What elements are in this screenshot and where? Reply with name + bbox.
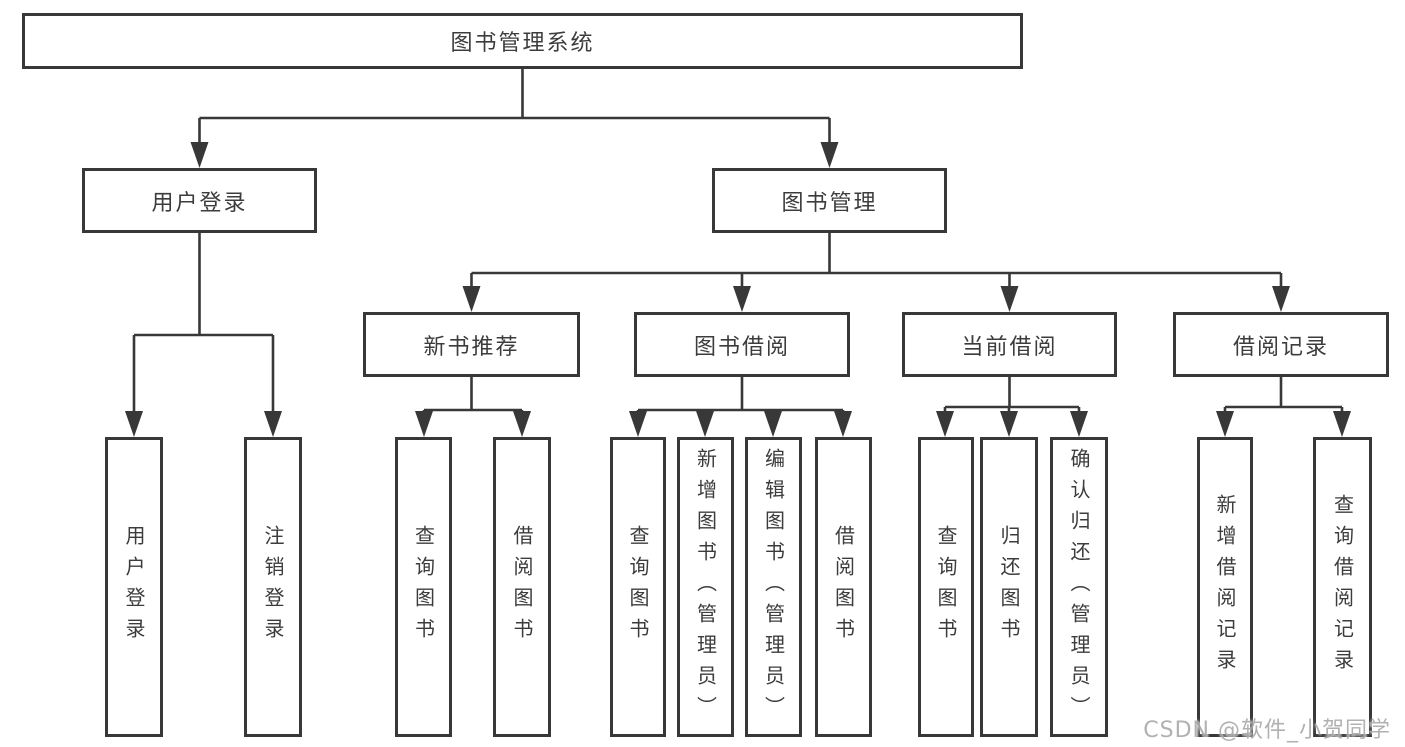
- node-book-borrowing: 图书借阅: [634, 312, 850, 377]
- leaf-query-books-recommend: 查询图书: [395, 437, 452, 737]
- leaf-add-books-admin: 新增图书（管理员）: [677, 437, 734, 737]
- leaf-user-login: 用户登录: [105, 437, 163, 737]
- connector-book-borrow-to-leaves: [636, 377, 845, 419]
- leaf-add-borrow-record: 新增借阅记录: [1197, 437, 1253, 737]
- node-label: 新增图书（管理员）: [693, 447, 718, 727]
- arrowhead: [190, 142, 209, 168]
- arrowhead: [1333, 411, 1351, 437]
- node-label: 查询借阅记录: [1330, 494, 1355, 680]
- node-label: 注销登录: [261, 525, 285, 649]
- node-label: 图书借阅: [693, 334, 790, 360]
- node-label: 新书推荐: [423, 334, 520, 360]
- node-library-management-system: 图书管理系统: [22, 13, 1023, 69]
- node-label: 查询图书: [626, 525, 650, 649]
- node-label: 新增借阅记录: [1213, 494, 1237, 680]
- node-label: 查询图书: [411, 525, 436, 649]
- node-label: 借阅图书: [831, 525, 856, 649]
- arrowhead: [629, 411, 647, 437]
- leaf-return-books: 归还图书: [980, 437, 1038, 737]
- node-label: 借阅图书: [510, 525, 534, 649]
- connector-root-to-level2: [198, 69, 831, 148]
- arrowhead: [125, 411, 143, 437]
- node-label: 图书管理系统: [450, 31, 595, 56]
- node-label: 图书管理: [781, 190, 878, 216]
- leaf-confirm-return-admin: 确认归还（管理员）: [1050, 437, 1108, 737]
- leaf-query-books-current: 查询图书: [918, 437, 974, 737]
- node-current-borrowing: 当前借阅: [902, 312, 1117, 377]
- csdn-watermark: CSDN @软件_小贺同学: [1143, 718, 1391, 743]
- connector-user-login-to-leaves: [132, 233, 275, 419]
- leaf-query-borrow-record: 查询借阅记录: [1313, 437, 1372, 737]
- arrowhead: [696, 411, 714, 437]
- arrowhead: [733, 286, 751, 312]
- node-label: 借阅记录: [1232, 334, 1329, 360]
- arrowhead: [1000, 286, 1019, 312]
- arrowhead: [936, 411, 954, 437]
- leaf-logout: 注销登录: [244, 437, 302, 737]
- node-label: 用户登录: [151, 190, 248, 216]
- connector-new-book-to-leaves: [422, 377, 524, 419]
- arrowhead: [264, 411, 282, 437]
- arrowhead: [1216, 411, 1234, 437]
- node-label: 编辑图书（管理员）: [761, 447, 786, 727]
- node-new-book-recommendation: 新书推荐: [363, 312, 580, 377]
- arrowhead: [415, 411, 433, 437]
- arrowhead: [513, 411, 531, 437]
- node-book-management: 图书管理: [712, 168, 947, 233]
- arrowhead: [462, 286, 481, 312]
- arrowhead: [834, 411, 852, 437]
- arrowheads: [125, 142, 1351, 437]
- node-borrowing-records: 借阅记录: [1173, 312, 1389, 377]
- arrowhead: [1070, 411, 1088, 437]
- connector-book-management-to-level3: [470, 233, 1283, 294]
- node-label: 归还图书: [997, 525, 1021, 649]
- node-user-login: 用户登录: [82, 168, 317, 233]
- node-label: 当前借阅: [961, 334, 1058, 360]
- arrowhead: [1272, 286, 1290, 312]
- leaf-edit-books-admin: 编辑图书（管理员）: [745, 437, 802, 737]
- leaf-borrow-books-recommend: 借阅图书: [493, 437, 551, 737]
- arrowhead: [1000, 411, 1018, 437]
- leaf-query-books-borrow: 查询图书: [610, 437, 666, 737]
- node-label: 确认归还（管理员）: [1067, 447, 1091, 727]
- arrowhead: [820, 142, 839, 168]
- node-label: 查询图书: [934, 525, 958, 649]
- node-label: 用户登录: [122, 525, 146, 649]
- connector-borrow-records-to-leaves: [1223, 377, 1344, 419]
- leaf-borrow-books: 借阅图书: [815, 437, 872, 737]
- arrowhead: [764, 411, 782, 437]
